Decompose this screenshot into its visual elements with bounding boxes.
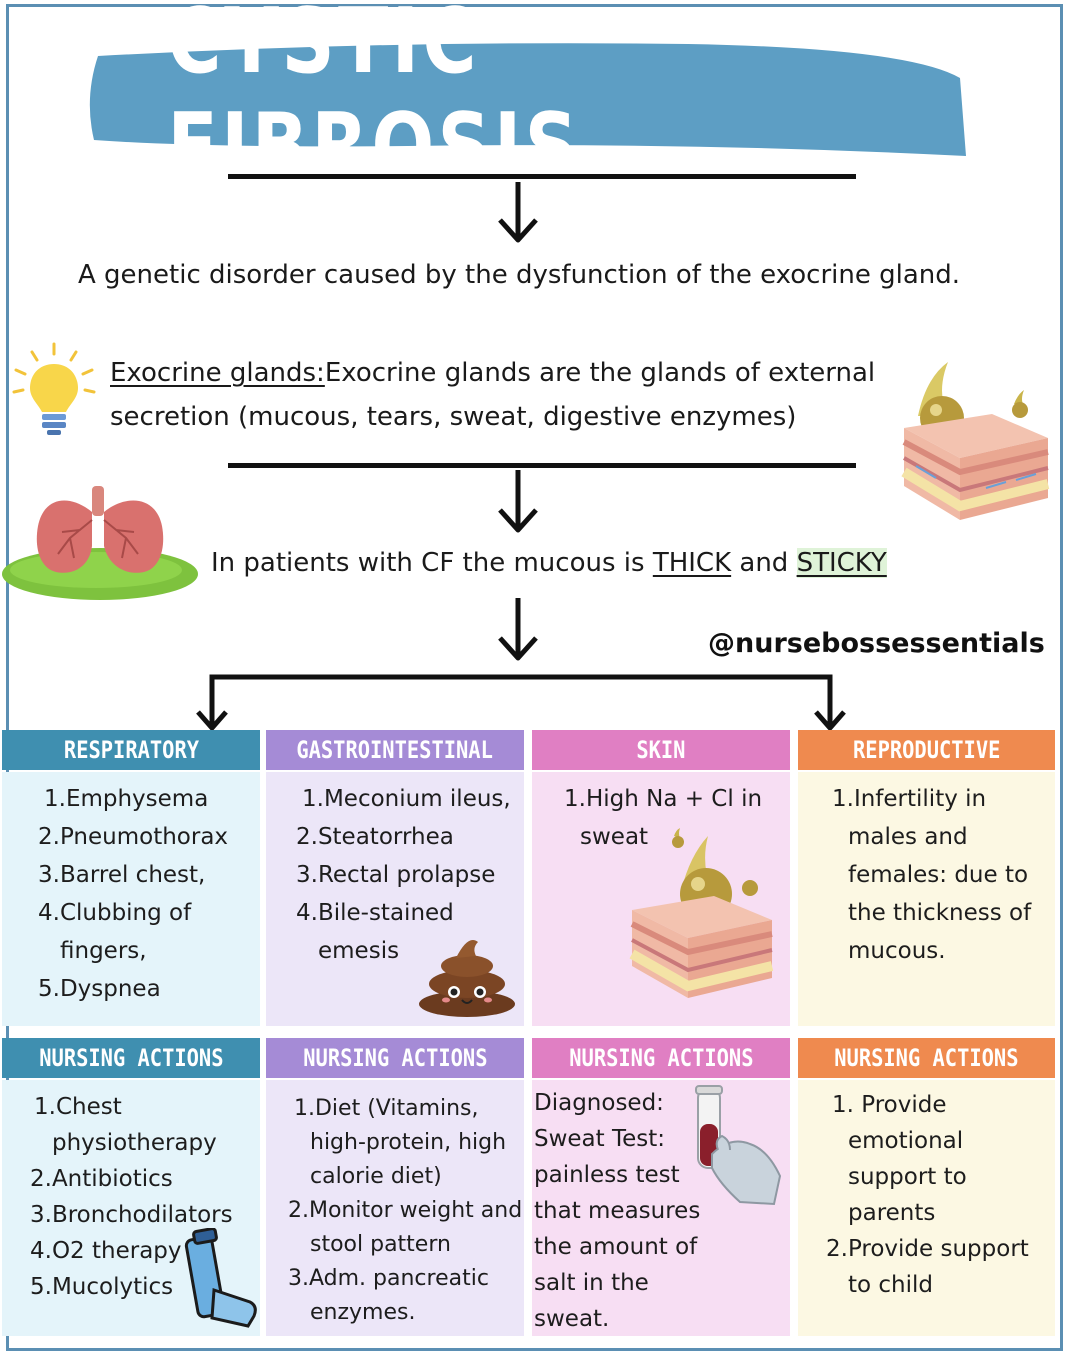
list-item: males and bbox=[848, 824, 968, 850]
list-item: emotional bbox=[848, 1128, 964, 1154]
sweat-skin-icon bbox=[629, 828, 774, 998]
list-item: 3.Rectal prolapse bbox=[296, 862, 496, 888]
list-item: the thickness of bbox=[848, 900, 1032, 926]
gastrointestinal-nursing-header: NURSING ACTIONS bbox=[266, 1038, 524, 1078]
list-item: 1. Provide bbox=[832, 1092, 947, 1118]
list-item: 3.Adm. pancreatic bbox=[288, 1266, 489, 1291]
list-item: 2.Monitor weight and bbox=[288, 1198, 523, 1223]
list-item: calorie diet) bbox=[310, 1164, 442, 1189]
skin-nursing-panel bbox=[532, 1080, 790, 1336]
respiratory-header: RESPIRATORY bbox=[2, 730, 260, 770]
list-item: 1.Infertility in bbox=[832, 786, 987, 812]
mucous-statement: In patients with CF the mucous is THICK … bbox=[211, 548, 887, 578]
list-item: Diagnosed: bbox=[534, 1090, 664, 1116]
reproductive-nursing-panel bbox=[798, 1080, 1055, 1336]
gastrointestinal-nursing-panel bbox=[266, 1080, 524, 1336]
poop-emoji-icon bbox=[419, 940, 515, 1017]
list-item: mucous. bbox=[848, 938, 946, 964]
exocrine-label: Exocrine glands: bbox=[110, 358, 325, 388]
list-item: fingers, bbox=[60, 938, 147, 964]
list-item: Sweat Test: bbox=[534, 1126, 666, 1152]
respiratory-nursing-header: NURSING ACTIONS bbox=[2, 1038, 260, 1078]
list-item: salt in the bbox=[534, 1270, 649, 1296]
author-handle: @nursebossessentials bbox=[708, 628, 1045, 659]
list-item: parents bbox=[848, 1200, 936, 1226]
list-item: 1.Diet (Vitamins, bbox=[294, 1096, 479, 1121]
lungs-icon bbox=[2, 486, 198, 600]
skin-layers-icon bbox=[901, 362, 1050, 520]
inhaler-icon bbox=[184, 1228, 257, 1328]
list-item: emesis bbox=[318, 938, 400, 964]
exocrine-line2: secretion (mucous, tears, sweat, digesti… bbox=[110, 402, 797, 432]
arrow-down-icon bbox=[498, 470, 538, 533]
divider-line bbox=[228, 174, 856, 179]
mucous-sticky: STICKY bbox=[796, 548, 887, 578]
list-item: 4.O2 therapy bbox=[30, 1238, 182, 1264]
mucous-and: and bbox=[731, 548, 797, 578]
respiratory-panel bbox=[2, 772, 260, 1026]
skin-header: SKIN bbox=[532, 730, 790, 770]
list-item: 1.High Na + Cl in bbox=[564, 786, 763, 812]
test-tube-glove-icon bbox=[695, 1085, 782, 1206]
list-item: 5.Dyspnea bbox=[38, 976, 161, 1002]
list-item: 1.Meconium ileus, bbox=[302, 786, 511, 812]
title-banner bbox=[89, 43, 967, 157]
list-item: that measures bbox=[534, 1198, 701, 1224]
arrow-down-icon bbox=[498, 182, 538, 243]
list-item: 2.Pneumothorax bbox=[38, 824, 229, 850]
reproductive-panel bbox=[798, 772, 1055, 1026]
list-item: 2.Provide support bbox=[826, 1236, 1029, 1262]
branch-connector bbox=[196, 674, 846, 731]
exocrine-line1: Exocrine glands:Exocrine glands are the … bbox=[110, 358, 875, 388]
exocrine-text: Exocrine glands are the glands of extern… bbox=[324, 358, 876, 388]
list-item: 1.Emphysema bbox=[44, 786, 209, 812]
list-item: to child bbox=[848, 1272, 934, 1298]
gastrointestinal-header: GASTROINTESTINAL bbox=[266, 730, 524, 770]
list-item: physiotherapy bbox=[52, 1130, 217, 1156]
list-item: the amount of bbox=[534, 1234, 698, 1260]
list-item: stool pattern bbox=[310, 1232, 451, 1257]
list-item: 1.Chest bbox=[34, 1094, 122, 1120]
page-frame bbox=[6, 4, 1063, 1351]
list-item: sweat. bbox=[534, 1306, 610, 1332]
definition-text: A genetic disorder caused by the dysfunc… bbox=[78, 260, 961, 290]
list-item: 5.Mucolytics bbox=[30, 1274, 174, 1300]
mucous-prefix: In patients with CF the mucous is bbox=[211, 548, 653, 578]
list-item: high-protein, high bbox=[310, 1130, 507, 1155]
list-item: 3.Barrel chest, bbox=[38, 862, 206, 888]
page-title: CYSTIC FIBROSIS bbox=[167, 0, 582, 199]
list-item: 4.Bile-stained bbox=[296, 900, 454, 926]
list-item: 2.Steatorrhea bbox=[296, 824, 454, 850]
lightbulb-icon bbox=[12, 342, 96, 435]
list-item: females: due to bbox=[848, 862, 1029, 888]
list-item: painless test bbox=[534, 1162, 680, 1188]
list-item: 4.Clubbing of bbox=[38, 900, 192, 926]
arrow-down-icon bbox=[498, 598, 538, 661]
list-item: enzymes. bbox=[310, 1300, 416, 1325]
reproductive-header: REPRODUCTIVE bbox=[798, 730, 1055, 770]
list-item: 2.Antibiotics bbox=[30, 1166, 173, 1192]
list-item: 3.Bronchodilators bbox=[30, 1202, 233, 1228]
mucous-thick: THICK bbox=[652, 548, 732, 578]
skin-nursing-header: NURSING ACTIONS bbox=[532, 1038, 790, 1078]
reproductive-nursing-header: NURSING ACTIONS bbox=[798, 1038, 1055, 1078]
list-item: support to bbox=[848, 1164, 967, 1190]
list-item: sweat bbox=[580, 824, 649, 850]
divider-line bbox=[228, 463, 856, 468]
